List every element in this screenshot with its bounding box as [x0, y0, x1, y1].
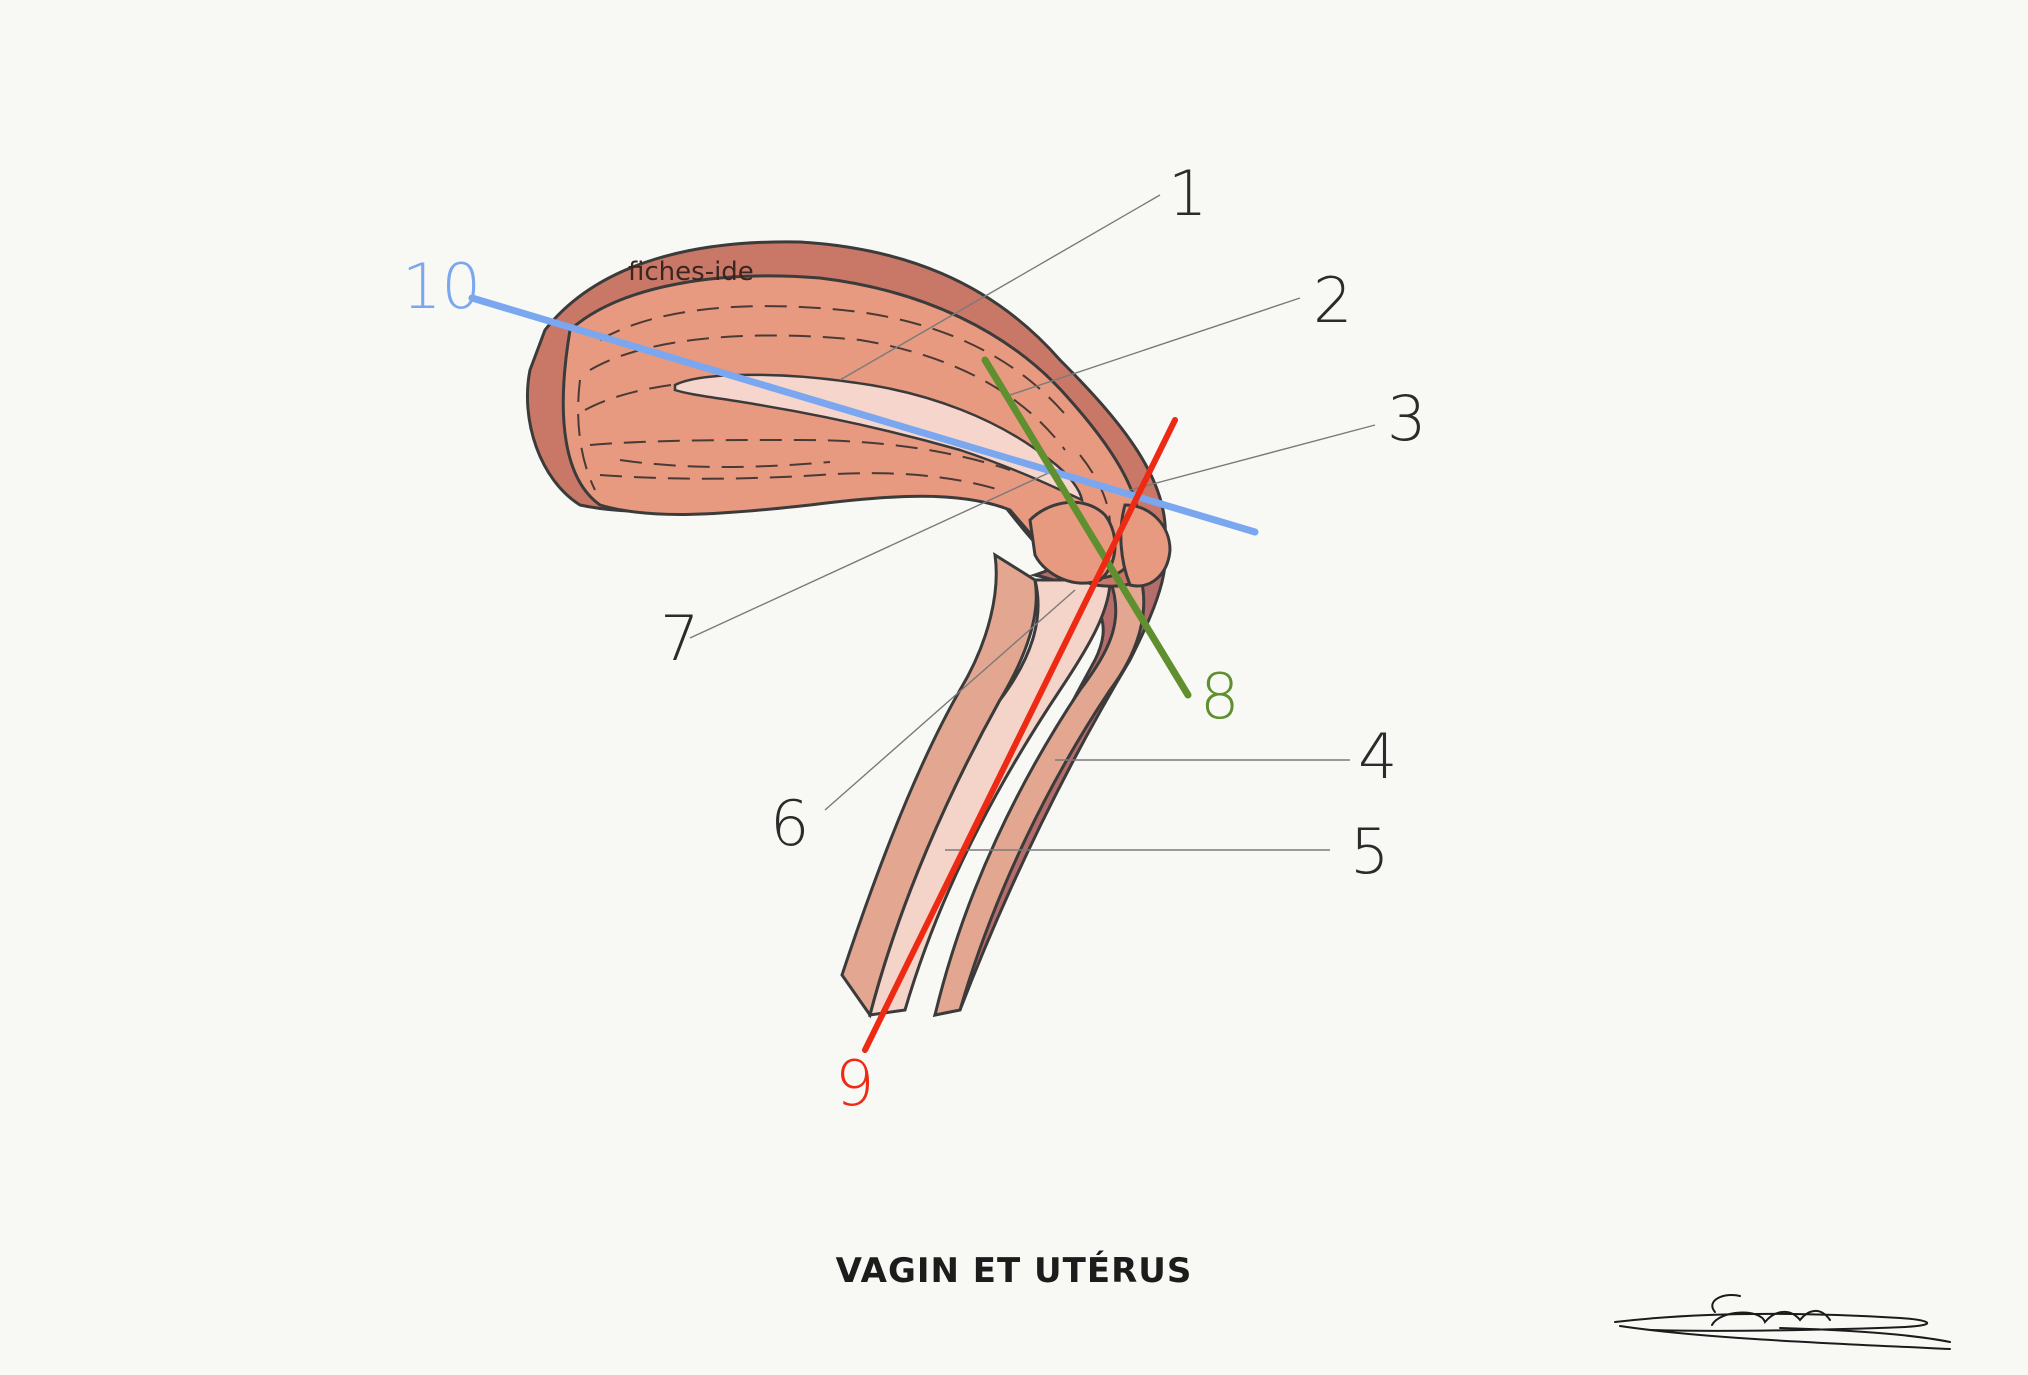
label-1: 1 — [1168, 157, 1207, 230]
label-4: 4 — [1358, 720, 1397, 793]
diagram-title: VAGIN ET UTÉRUS — [836, 1250, 1193, 1291]
leader-2 — [1009, 297, 1301, 396]
label-2: 2 — [1313, 264, 1352, 337]
leader-lines — [689, 194, 1376, 851]
section-line-10 — [468, 294, 1259, 536]
label-8: 8 — [1200, 660, 1239, 733]
vagina-front-wall — [840, 552, 1038, 1019]
section-line-9 — [862, 417, 1178, 1053]
signature-icon — [1614, 1294, 1951, 1350]
label-10: 10 — [402, 250, 481, 323]
section-line-8 — [981, 356, 1192, 699]
label-6: 6 — [770, 787, 809, 860]
leader-3 — [1129, 424, 1376, 491]
uterine-cavity — [673, 373, 1084, 503]
label-9: 9 — [835, 1047, 874, 1120]
leader-6 — [824, 589, 1076, 811]
label-3: 3 — [1387, 382, 1426, 455]
leader-7 — [689, 469, 1056, 639]
label-5: 5 — [1350, 815, 1389, 888]
label-7: 7 — [660, 602, 699, 675]
leader-1 — [839, 194, 1161, 381]
watermark-text: fiches-ide — [628, 257, 754, 287]
vagina-inner-wall — [932, 573, 1146, 1017]
cervix-lip — [1119, 503, 1172, 588]
